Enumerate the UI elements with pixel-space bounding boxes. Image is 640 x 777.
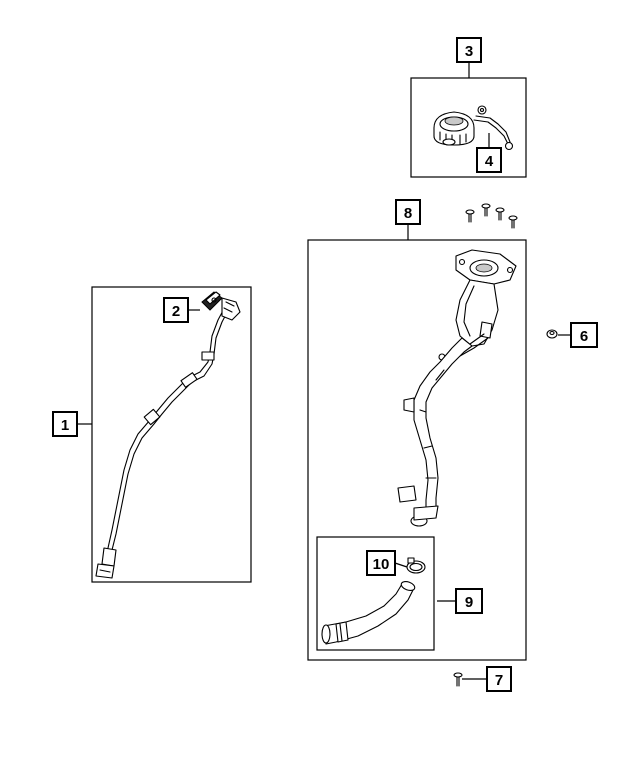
vapor-tube-drawing (95, 297, 241, 579)
connector-drawing (201, 291, 223, 311)
clamp-drawing (406, 557, 426, 574)
callout-6: 6 (570, 322, 598, 348)
filler-tube-drawing (397, 249, 517, 527)
callout-10: 10 (366, 550, 396, 576)
screws-drawing (465, 203, 518, 229)
callout-label: 1 (61, 417, 69, 434)
callout-2: 2 (163, 297, 189, 323)
frame-group-9 (316, 536, 435, 651)
callout-label: 10 (373, 556, 390, 573)
callout-7: 7 (486, 666, 512, 692)
callout-8: 8 (395, 199, 421, 225)
nut-drawing (546, 329, 558, 339)
callout-label: 3 (465, 43, 473, 60)
frame-group-8 (307, 239, 527, 661)
callout-label: 2 (172, 303, 180, 320)
fuel-cap-drawing (433, 105, 514, 151)
frame-group-1 (91, 286, 252, 583)
callout-9: 9 (455, 588, 483, 614)
callout-label: 7 (495, 672, 503, 689)
callout-label: 9 (465, 594, 473, 611)
leader-10 (394, 562, 408, 568)
callout-label: 8 (404, 205, 412, 222)
screw-7-drawing (453, 672, 463, 687)
callout-3: 3 (456, 37, 482, 63)
callout-4: 4 (476, 147, 502, 173)
callout-label: 4 (485, 153, 494, 170)
callout-1: 1 (52, 411, 78, 437)
hose-drawing (321, 580, 416, 645)
callout-label: 6 (580, 328, 588, 345)
